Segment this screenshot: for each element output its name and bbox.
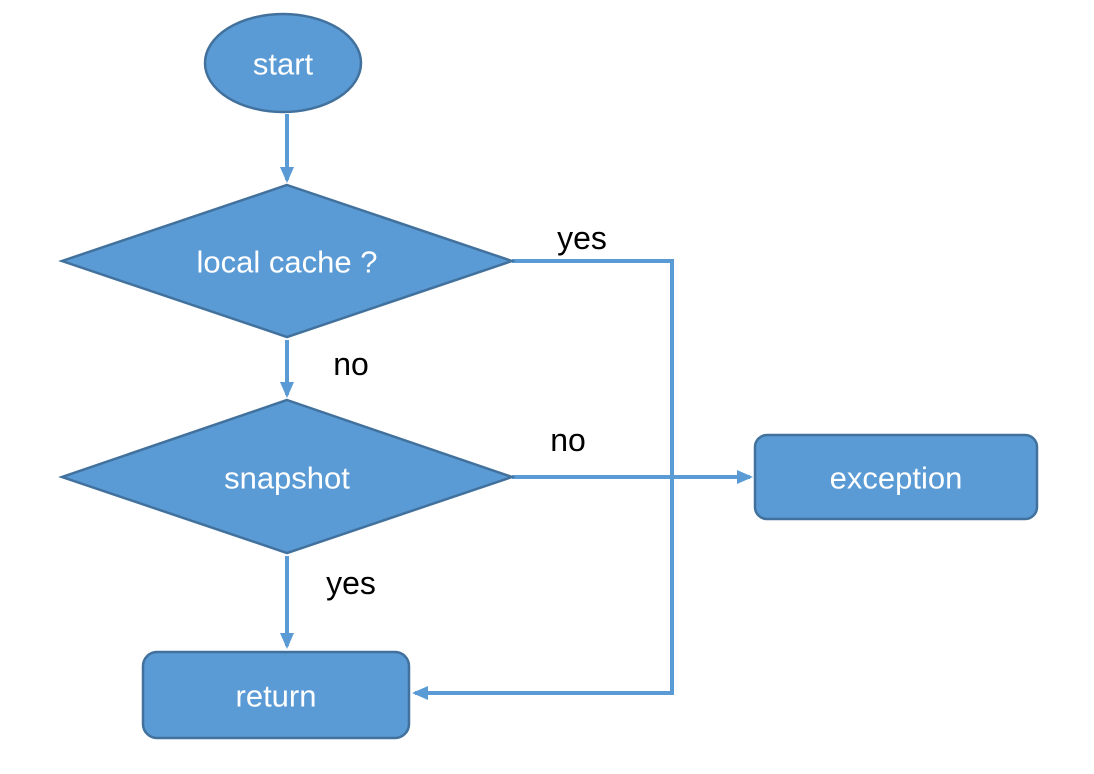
decision-snapshot-node	[58, 398, 516, 555]
decision-local-cache-node	[58, 183, 516, 339]
exception-node	[753, 433, 1039, 521]
decision-local-cache-label: local cache ?	[197, 245, 378, 280]
start-node	[203, 12, 363, 114]
edge-label-snapshot-no: no	[550, 422, 586, 458]
return-node	[141, 650, 411, 740]
edge-label-local-cache-no: no	[333, 346, 369, 382]
return-node-label: return	[236, 679, 317, 714]
edge-label-local-cache-yes: yes	[557, 220, 607, 256]
decision-snapshot-label: snapshot	[224, 461, 350, 496]
exception-node-label: exception	[830, 461, 963, 496]
start-node-label: start	[253, 47, 314, 82]
edge-label-snapshot-yes: yes	[326, 565, 376, 601]
